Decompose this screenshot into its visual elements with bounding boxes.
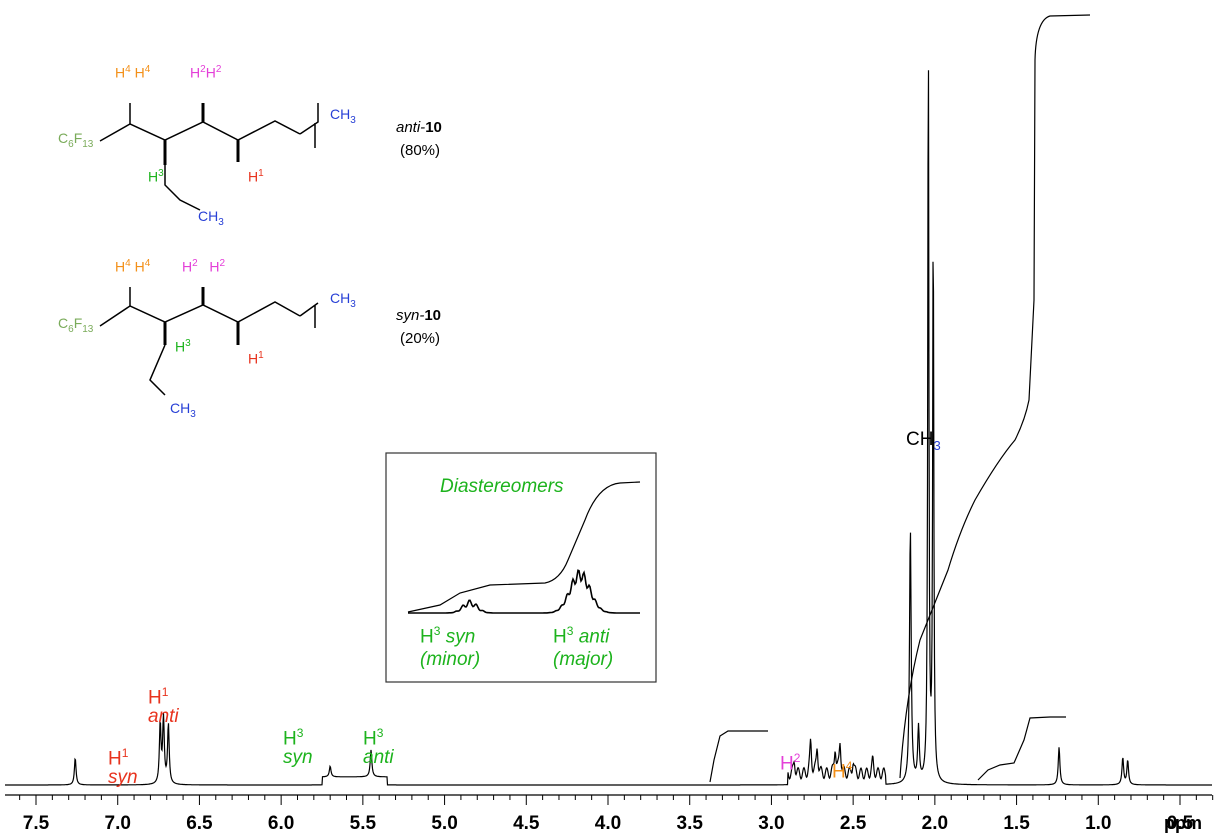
integral-h3 [977, 716, 1066, 781]
h1-syn-text: syn [108, 767, 138, 789]
syn-h2: H2 H2 [182, 258, 226, 275]
anti-c6f13: C6F13 [58, 130, 94, 150]
label-h2: H2 [780, 751, 801, 775]
tick-label: 4.5 [513, 813, 540, 834]
anti-h4: H4 H4 [115, 64, 151, 81]
inset-integral [407, 481, 641, 613]
syn-h3: H3 [175, 338, 191, 355]
tick-label: 3.5 [677, 813, 704, 834]
integral-ch3-region [899, 14, 1091, 779]
tick-label: 1.5 [1003, 813, 1030, 834]
h3-anti-text: anti [363, 747, 394, 769]
ch3-text: CH [906, 429, 934, 450]
tick-label: 0.5 [1167, 813, 1194, 834]
anti-h1: H1 [248, 168, 264, 185]
inset-trace [408, 569, 640, 614]
syn-h1: H1 [248, 350, 264, 367]
anti-h3: H3 [148, 168, 164, 185]
tick-label: 7.0 [105, 813, 131, 834]
syn-h4: H4 H4 [115, 258, 151, 275]
tick-label: 7.5 [23, 813, 50, 834]
tick-label: 2.5 [840, 813, 867, 834]
ppm-axis: 7.5 7.0 6.5 6.0 5.5 5.0 4.5 4.0 3.5 3.0 2.5 2.0 1.5 1… [5, 794, 1214, 834]
structure-drawings [99, 103, 319, 396]
anti-ch3-b: CH3 [198, 208, 224, 228]
syn-label: syn-10 (20%) [396, 307, 442, 347]
inset-title: Diastereomers [440, 476, 564, 497]
h1-anti-text: anti [148, 706, 179, 728]
syn-c6f13: C6F13 [58, 315, 94, 335]
h3-syn-text: syn [283, 747, 313, 769]
tick-label: 1.0 [1085, 813, 1111, 834]
tick-label: 4.0 [595, 813, 621, 834]
inset-panel [385, 452, 657, 683]
integral-h1 [709, 730, 768, 783]
tick-label: 2.0 [922, 813, 948, 834]
tick-label: 5.5 [350, 813, 377, 834]
tick-label: 6.5 [186, 813, 213, 834]
tick-label: 6.0 [268, 813, 294, 834]
label-h4: H4 [832, 759, 853, 783]
inset-left-label: H3 syn(minor) [420, 624, 481, 671]
anti-h2: H2H2 [190, 64, 222, 81]
anti-ch3-a: CH3 [330, 106, 356, 126]
tick-label: 5.0 [431, 813, 457, 834]
axis-unit: ppm [1164, 813, 1202, 833]
anti-label: anti-10 (80%) [396, 119, 442, 159]
spectrum-trace [5, 70, 1212, 786]
label-ch3: CH3 [906, 429, 941, 453]
syn-ch3-a: CH3 [330, 290, 356, 310]
syn-ch3-b: CH3 [170, 400, 196, 420]
inset-right-label: H3 anti(major) [553, 624, 614, 671]
tick-label: 3.0 [758, 813, 784, 834]
integral-curves [709, 14, 1091, 783]
